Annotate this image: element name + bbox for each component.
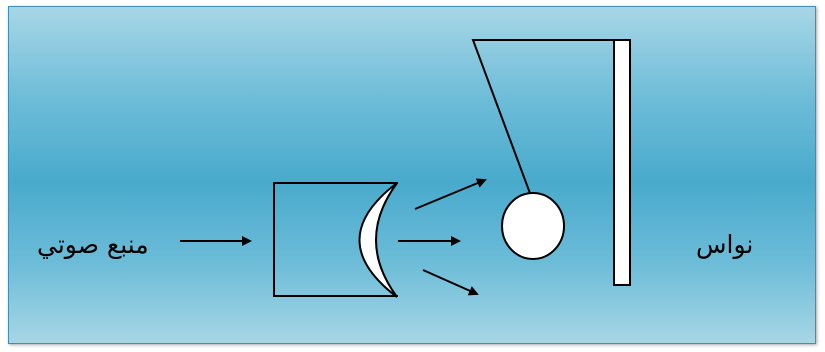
diagram-panel (8, 6, 816, 344)
sound-arrow-down (422, 269, 479, 296)
pendulum-ball (501, 192, 565, 260)
speaker-box (273, 182, 398, 297)
speaker-cone (358, 182, 398, 298)
pendulum-label: نواس (696, 230, 754, 259)
pendulum-string (471, 39, 614, 197)
sound-source-label: منبع صوتي (37, 230, 149, 259)
pendulum-stand (613, 39, 631, 286)
sound-arrow-up (414, 178, 487, 210)
